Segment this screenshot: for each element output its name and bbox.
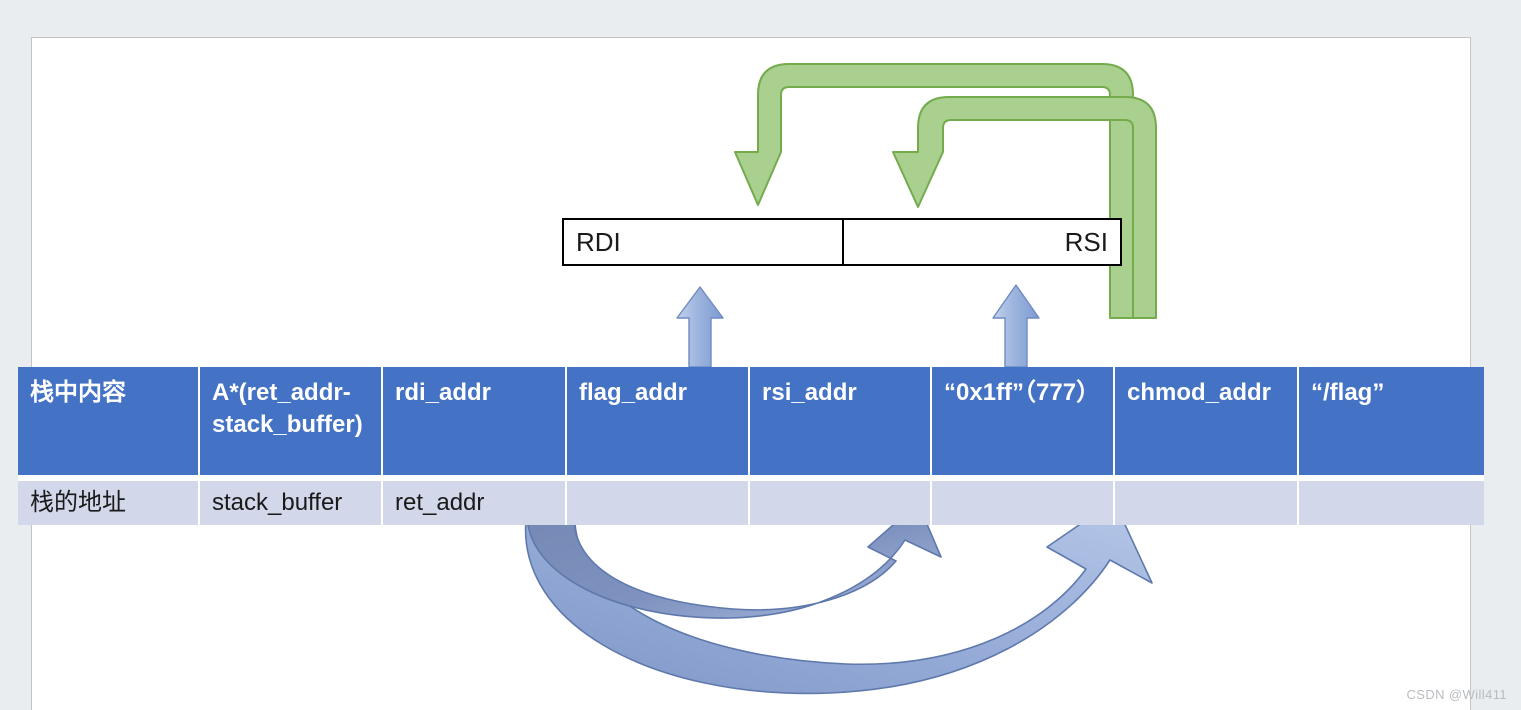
cell-chmod-addr: chmod_addr: [1115, 367, 1299, 475]
cell-mode-0x1ff: “0x1ff”（777）: [932, 367, 1115, 475]
watermark: CSDN @Will411: [1406, 687, 1507, 702]
register-box: RDI RSI: [562, 218, 1122, 266]
blue-up-arrow-0x1ff-to-rsi-icon: [992, 284, 1040, 368]
table-row-separator: [18, 475, 1484, 481]
register-cell-rdi: RDI: [576, 226, 621, 257]
cell-rdi-addr: rdi_addr: [383, 367, 567, 475]
cell-addr-empty-4: [1115, 481, 1299, 525]
table-row-stack-contents: 栈中内容 A*(ret_addr-stack_buffer) rdi_addr …: [18, 367, 1484, 475]
cell-stack-buffer: stack_buffer: [200, 481, 383, 525]
cell-addr-empty-1: [567, 481, 750, 525]
stack-table: 栈中内容 A*(ret_addr-stack_buffer) rdi_addr …: [18, 367, 1484, 525]
green-elbow-arrow-to-rsi-icon: [892, 96, 1157, 319]
cell-addr-empty-3: [932, 481, 1115, 525]
blue-curved-arrow-ret-addr-to-rsi-addr-icon: [526, 502, 942, 619]
cell-stack-contents-label: 栈中内容: [18, 367, 200, 475]
blue-curved-arrow-ret-addr-to-chmod-addr-icon: [524, 500, 1153, 695]
cell-flag-string: “/flag”: [1299, 367, 1484, 475]
cell-padding-expr: A*(ret_addr-stack_buffer): [200, 367, 383, 475]
register-cell-rsi: RSI: [842, 220, 1120, 264]
green-elbow-arrow-to-rdi-icon: [734, 63, 1134, 319]
blue-up-arrow-flag-addr-to-rdi-icon: [676, 286, 724, 368]
table-row-stack-addresses: 栈的地址 stack_buffer ret_addr: [18, 481, 1484, 525]
cell-addr-empty-5: [1299, 481, 1484, 525]
cell-ret-addr: ret_addr: [383, 481, 567, 525]
cell-flag-addr: flag_addr: [567, 367, 750, 475]
cell-rsi-addr: rsi_addr: [750, 367, 932, 475]
cell-addr-empty-2: [750, 481, 932, 525]
cell-stack-address-label: 栈的地址: [18, 481, 200, 525]
